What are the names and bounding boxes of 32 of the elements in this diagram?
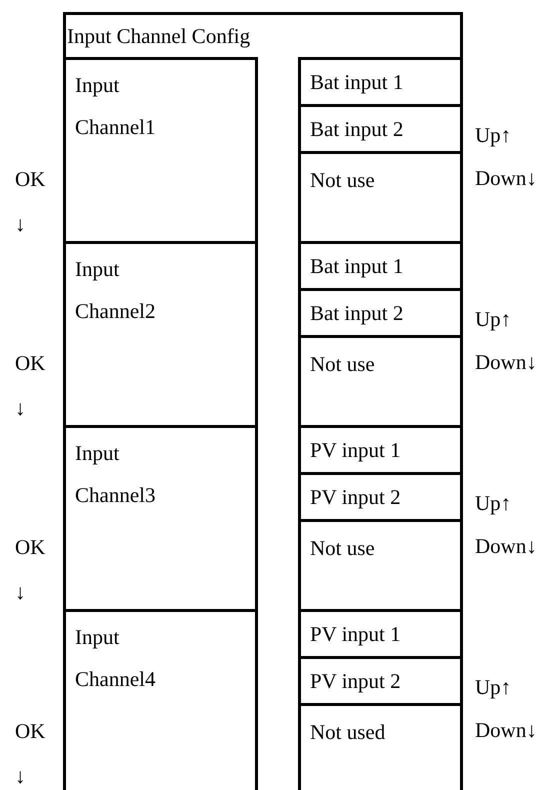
option-text: Bat input 2 (310, 300, 404, 327)
ok-down-hint: OK ↓ (15, 350, 46, 422)
channel-name: Input Channel1 (75, 72, 156, 141)
option-text: PV input 1 (310, 621, 402, 648)
channel-name: Input Channel3 (75, 440, 156, 509)
ok-down-hint: OK ↓ (15, 534, 46, 606)
ok-down-hint: OK ↓ (15, 718, 46, 790)
channel-name: Input Channel2 (75, 256, 156, 325)
up-hint: Up↑ (475, 674, 512, 701)
down-hint: Down↓ (475, 533, 537, 560)
channel-name: Input Channel4 (75, 624, 156, 693)
up-hint: Up↑ (475, 490, 512, 517)
option-text: Not use (310, 535, 376, 562)
down-hint: Down↓ (475, 165, 537, 192)
option-text: Bat input 1 (310, 253, 404, 280)
config-panel (63, 12, 463, 790)
option-text: Bat input 2 (310, 116, 404, 143)
panel-title: Input Channel Config (67, 23, 250, 50)
option-text: Not used (310, 719, 386, 746)
option-text: Not use (310, 167, 376, 194)
up-hint: Up↑ (475, 306, 512, 333)
option-text: Not use (310, 351, 376, 378)
option-text: Bat input 1 (310, 69, 404, 96)
ok-down-hint: OK ↓ (15, 166, 46, 238)
option-text: PV input 1 (310, 437, 402, 464)
option-text: PV input 2 (310, 484, 402, 511)
up-hint: Up↑ (475, 122, 512, 149)
option-box (298, 57, 463, 107)
channel-box (63, 57, 258, 244)
down-hint: Down↓ (475, 717, 537, 744)
down-hint: Down↓ (475, 349, 537, 376)
option-text: PV input 2 (310, 668, 402, 695)
